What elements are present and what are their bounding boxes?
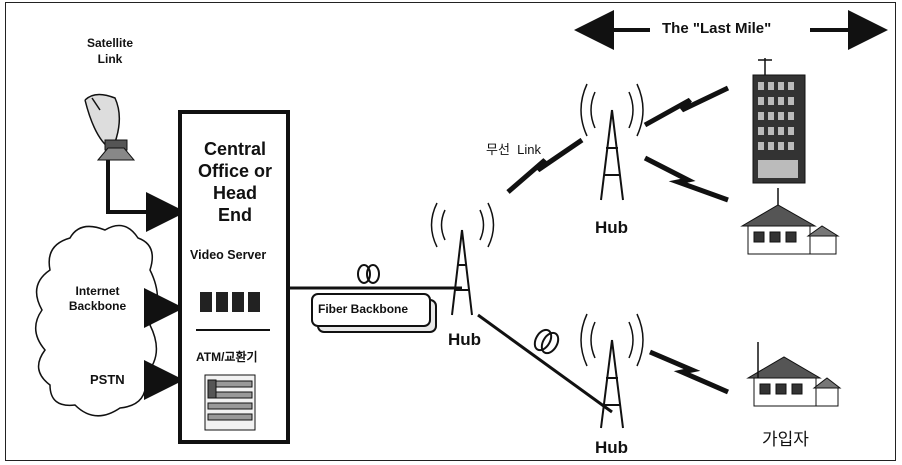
- hub-tower-top-icon: [580, 83, 644, 201]
- house-bottom-icon: [746, 342, 842, 407]
- wireless-link-zigzag: [506, 137, 584, 194]
- fiber-backbone-box-front: [311, 293, 431, 327]
- video-server-label: Video Server: [190, 248, 267, 262]
- satellite-link-arrow: [106, 160, 186, 232]
- fiber-loop-icon: [357, 264, 380, 284]
- satellite-dish-icon: [84, 93, 136, 161]
- wireless-to-house-bottom-zigzag: [649, 349, 729, 395]
- satellite-link-label: Satellite Link: [86, 36, 134, 66]
- fiber-backbone-label: Fiber Backbone: [318, 302, 409, 316]
- atm-label: ATM/교환기: [196, 350, 258, 364]
- diagram-frame: [5, 2, 896, 461]
- hub-bottom-label: Hub: [595, 438, 629, 457]
- hub-top-label: Hub: [595, 218, 629, 237]
- wireless-to-house-top-zigzag: [643, 155, 729, 203]
- office-building-icon: [752, 58, 806, 184]
- house-top-icon: [740, 188, 840, 255]
- hub-center-label: Hub: [448, 330, 482, 349]
- wireless-to-building-zigzag: [643, 85, 730, 128]
- central-office-label: Central Office or Head End: [197, 139, 272, 225]
- wireless-link-label: 무선 Link: [486, 142, 541, 157]
- fiber-loop-lower-icon: [533, 328, 560, 355]
- fiber-line-lower: [477, 313, 613, 414]
- subscriber-label: 가입자: [762, 430, 809, 449]
- video-server-icon: [200, 292, 260, 312]
- pstn-label: PSTN: [90, 372, 125, 387]
- hub-tower-bottom-icon: [580, 313, 644, 429]
- internet-cloud-shape: [35, 224, 159, 417]
- atm-switch-icon: [204, 374, 256, 431]
- internet-backbone-label: Internet Backbone: [68, 284, 127, 313]
- hub-tower-center-icon: [430, 202, 495, 316]
- last-mile-label: The "Last Mile": [662, 20, 772, 37]
